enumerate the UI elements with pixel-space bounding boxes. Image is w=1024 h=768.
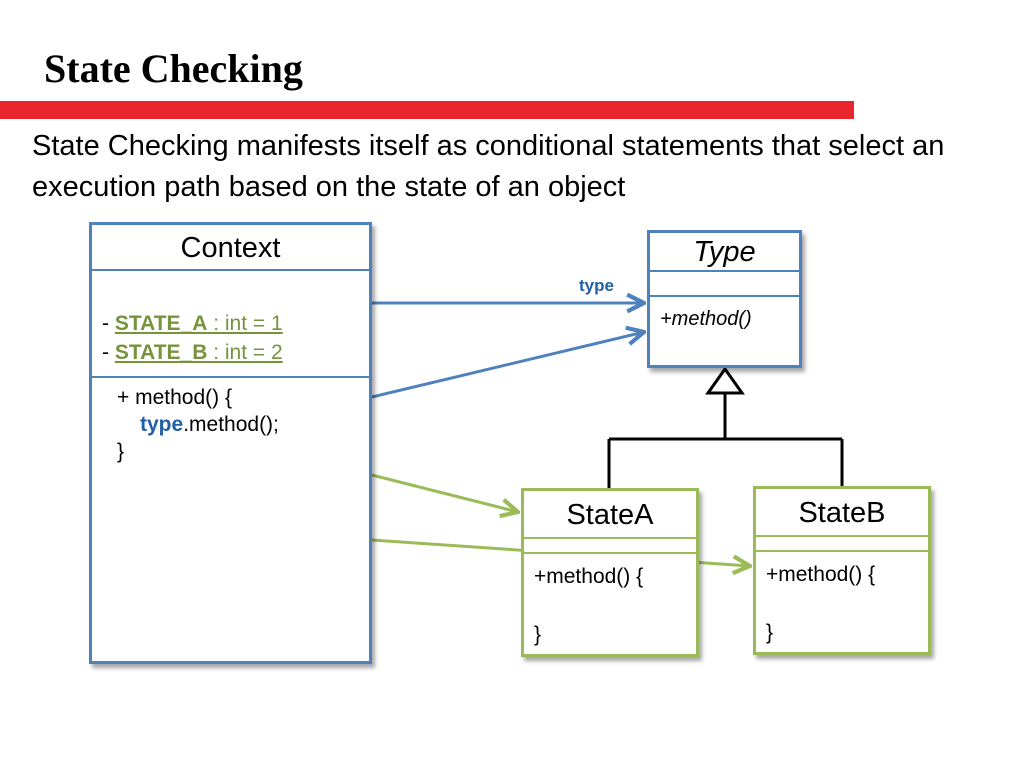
context-class-name: Context (180, 232, 281, 264)
statea-attributes-divider (524, 552, 696, 554)
context-method-line3: } (117, 440, 125, 463)
statea-method-open: +method() { (534, 565, 644, 588)
stateb-class-box: StateB +method() { } (753, 486, 931, 655)
stateb-class-name: StateB (798, 497, 886, 529)
statea-method-close: } (534, 623, 542, 646)
context-header-divider (92, 269, 369, 271)
title-accent-bar (0, 101, 854, 119)
context-method-line2: type.method(); (140, 413, 279, 436)
stateb-method-open: +method() { (766, 563, 876, 586)
context-attribute-state-a: - STATE_A : int = 1 (102, 312, 283, 335)
statea-class-box: StateA +method() { } (521, 488, 699, 657)
statea-header-divider (524, 537, 696, 539)
type-class-box: Type +method() (647, 230, 802, 368)
type-class-name: Type (693, 236, 756, 268)
dependency-arrow-type (371, 332, 644, 399)
stateb-attributes-divider (756, 550, 928, 552)
type-class-method: +method() (660, 308, 752, 330)
context-attribute-state-b: - STATE_B : int = 2 (102, 341, 283, 364)
association-label: type (579, 276, 614, 295)
context-method-line1: + method() { (117, 386, 232, 409)
inheritance-connector (607, 366, 844, 489)
type-header-divider (650, 270, 799, 272)
stateb-header-divider (756, 535, 928, 537)
type-attributes-divider (650, 295, 799, 297)
statea-class-name: StateA (566, 499, 654, 531)
stateb-method-close: } (766, 621, 774, 644)
dependency-arrow-statea (371, 473, 518, 512)
slide-title: State Checking (44, 46, 303, 91)
slide-description: State Checking manifests itself as condi… (32, 130, 945, 203)
context-class-box: Context - STATE_A : int = 1 - STATE_B : … (89, 222, 372, 664)
context-attributes-divider (92, 376, 369, 378)
